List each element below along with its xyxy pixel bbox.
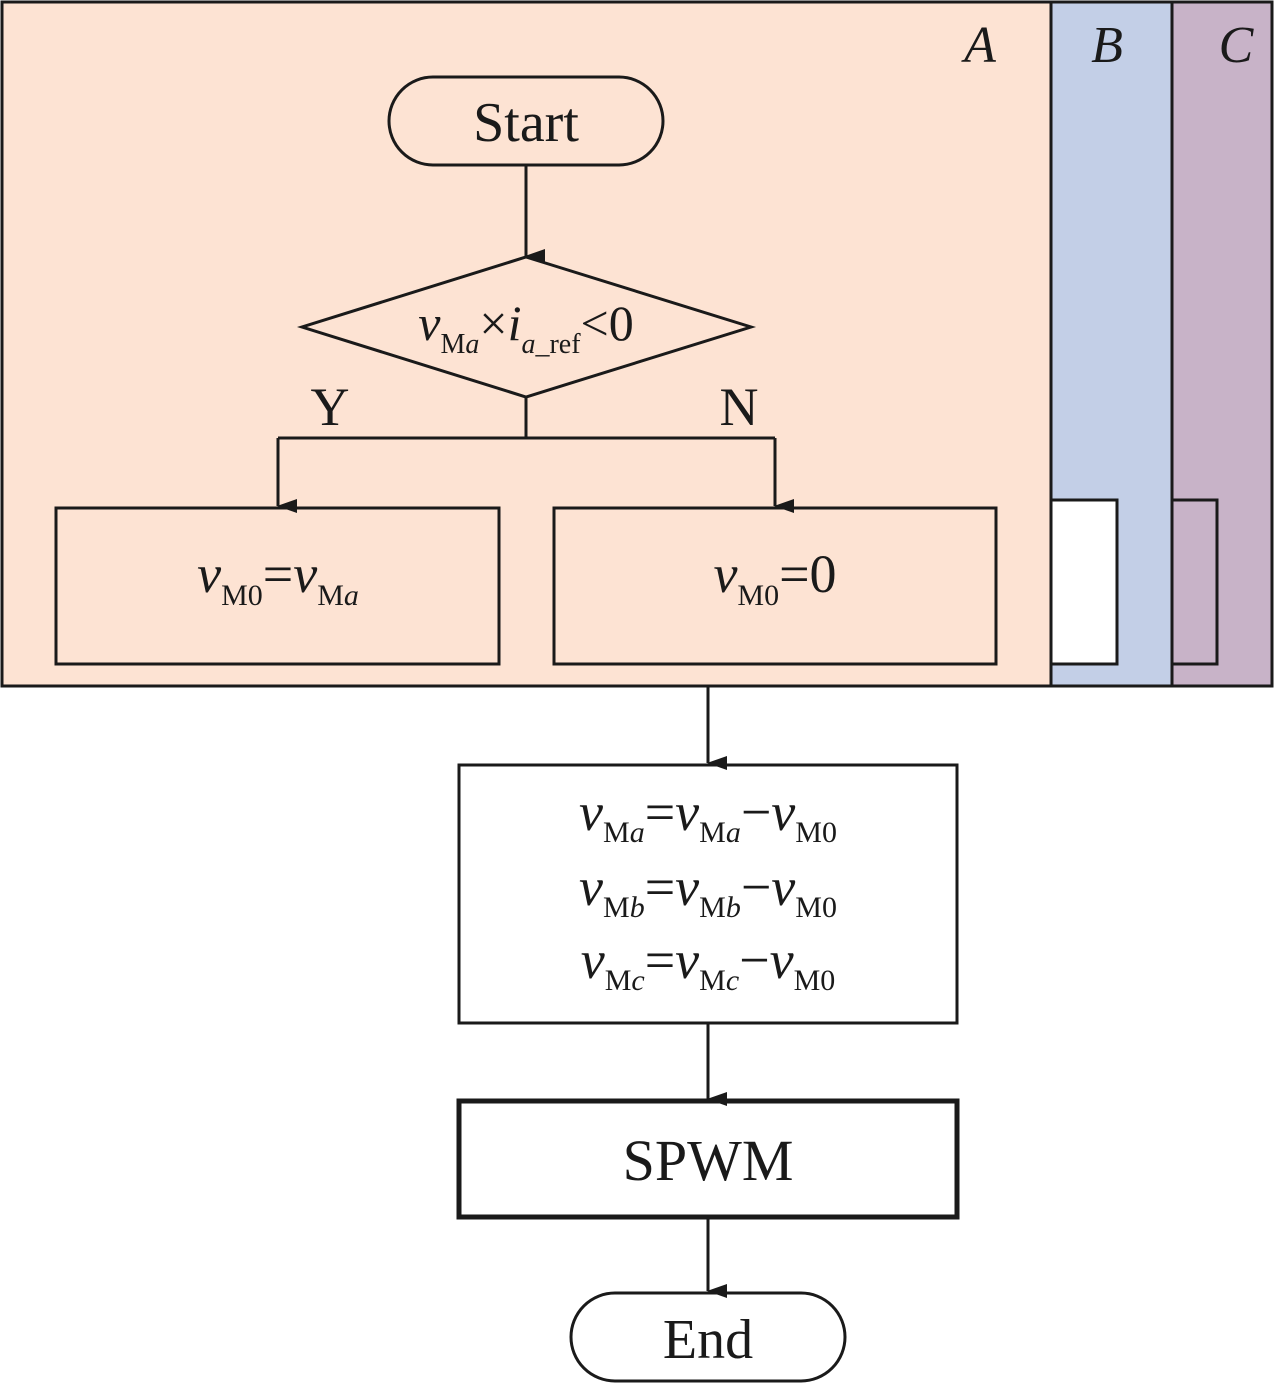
update-formula-b: vMb=vMb−vM0 (579, 857, 837, 924)
decision-condition: vMa×ia_ref<0 (418, 295, 634, 360)
start-label: Start (473, 92, 579, 154)
no-process-formula: vM0=0 (713, 544, 836, 612)
panel-b-box (1049, 498, 1119, 666)
yes-process-box (54, 506, 501, 666)
panel-a-label: A (961, 17, 996, 74)
update-formula-a: vMa=vMa−vM0 (579, 782, 837, 849)
yes-process-formula: vM0=vMa (197, 544, 359, 612)
no-label: N (720, 377, 759, 437)
spwm-label: SPWM (623, 1128, 794, 1193)
panel-c-label: C (1219, 17, 1255, 74)
end-label: End (663, 1309, 753, 1371)
panel-b-label: B (1091, 17, 1123, 74)
panel-c-box (1170, 498, 1219, 666)
no-process-box (552, 506, 998, 666)
yes-label: Y (311, 377, 350, 437)
panel-a (0, 0, 1053, 688)
update-formula-c: vMc=vMc−vM0 (581, 930, 836, 997)
end-terminator (569, 1291, 847, 1383)
